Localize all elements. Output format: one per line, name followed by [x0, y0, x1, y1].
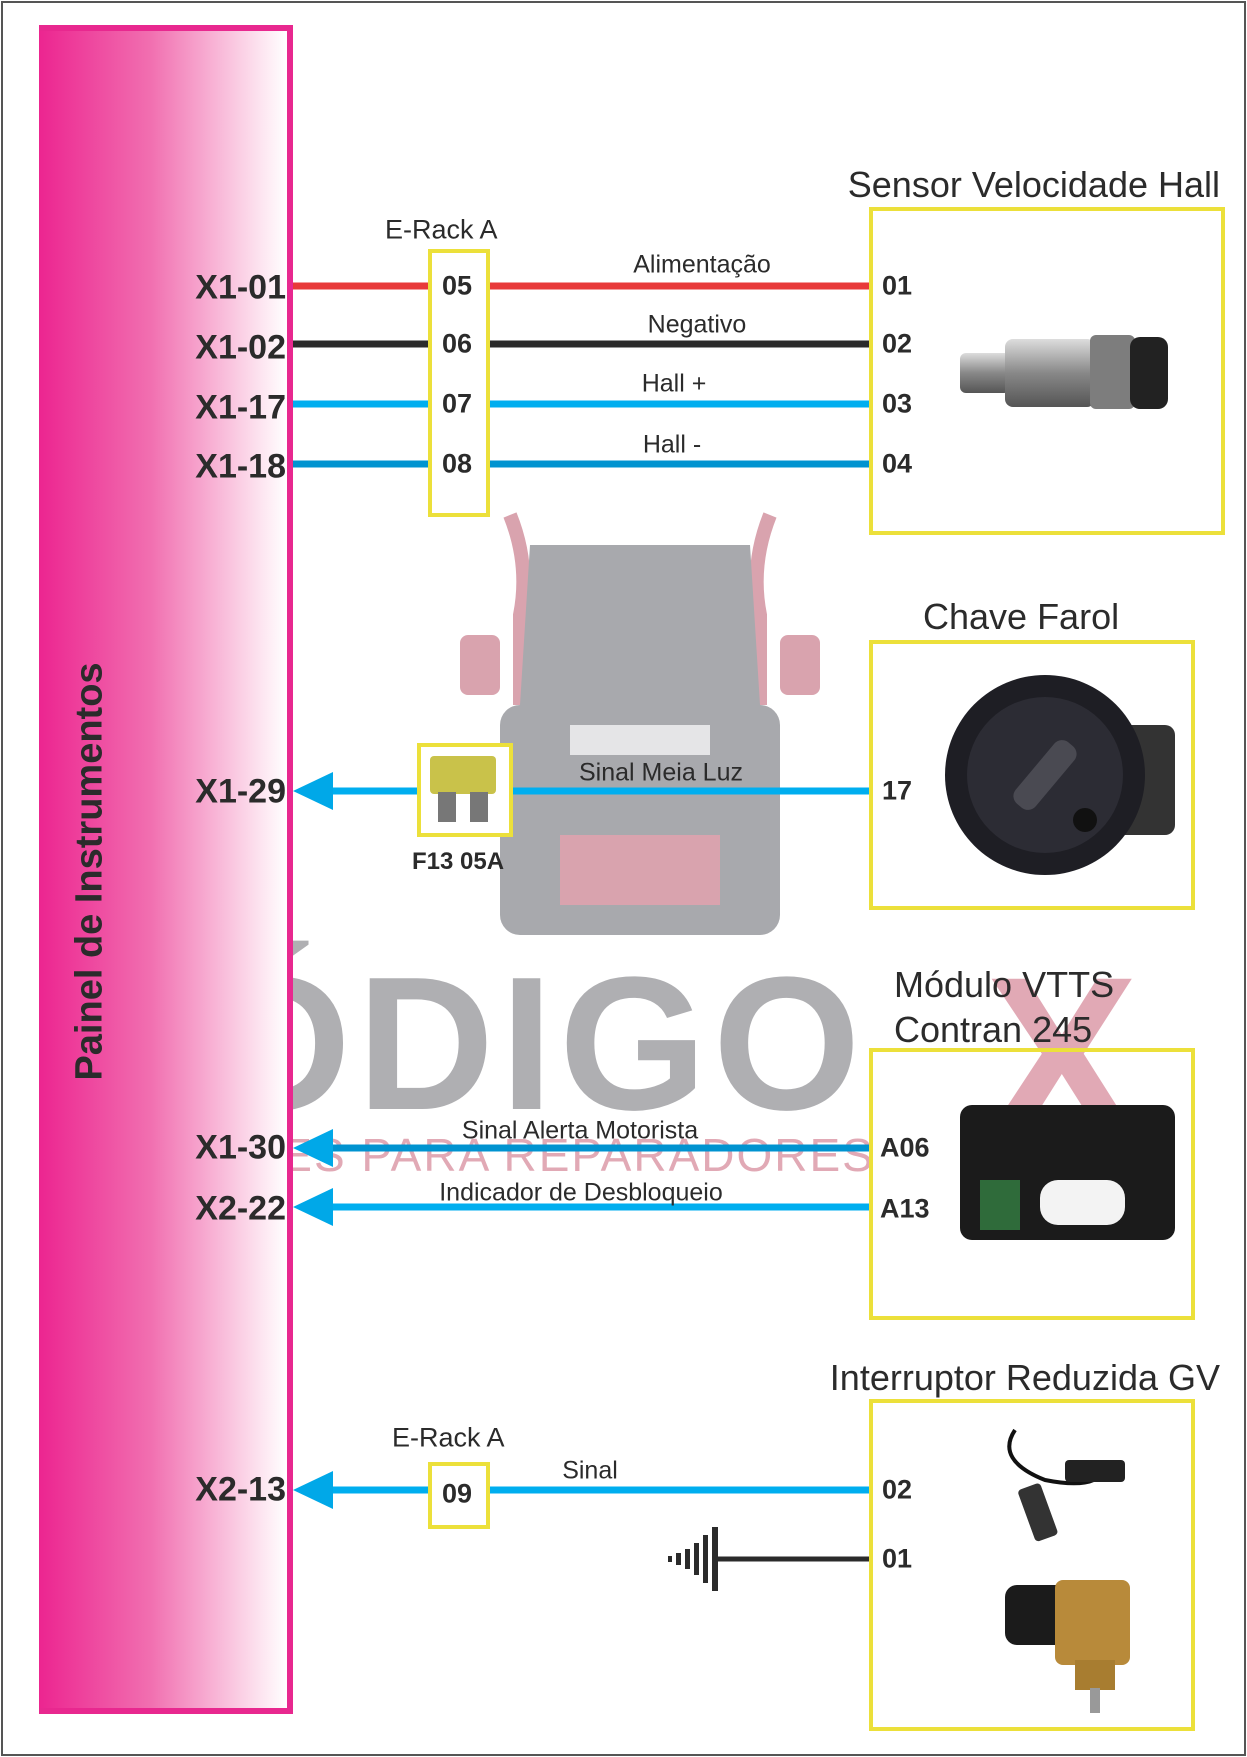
wire-black	[293, 340, 869, 348]
sensor-box	[869, 207, 1225, 535]
vtts-box	[869, 1048, 1195, 1320]
wire-desbloqueio	[325, 1203, 869, 1211]
vtts-pin: A13	[880, 1193, 930, 1224]
connector-label: X1-29	[195, 772, 286, 811]
erack-label-lower: E-Rack A	[392, 1422, 505, 1453]
erack-pin: 07	[442, 388, 473, 419]
wire-alerta	[325, 1144, 869, 1152]
wire-label: Alimentação	[633, 250, 771, 279]
panel-title: Painel de Instrumentos	[68, 662, 111, 1081]
connector-label: X1-18	[195, 447, 286, 486]
chave-pin: 17	[882, 775, 913, 806]
vtts-title-2: Contran 245	[894, 1009, 1093, 1050]
vtts-pin: A06	[880, 1132, 930, 1163]
arrow-left-icon	[293, 772, 333, 810]
connector-label: X1-17	[195, 388, 286, 427]
sensor-pin: 04	[882, 448, 913, 479]
interruptor-title: Interruptor Reduzida GV	[829, 1357, 1220, 1398]
instrument-panel	[39, 25, 293, 1714]
wire-light-blue	[293, 400, 869, 408]
chave-title: Chave Farol	[923, 596, 1120, 637]
vtts-module-image-icon	[960, 1105, 1175, 1240]
headlight-switch-image-icon	[945, 675, 1175, 875]
wire-meia-luz	[325, 787, 869, 795]
sensor-pin: 02	[882, 328, 913, 359]
wire-red	[293, 282, 869, 290]
interruptor-box	[869, 1399, 1195, 1731]
connector-label: X1-30	[195, 1128, 286, 1167]
arrow-left-icon	[293, 1471, 333, 1509]
fuse-icon	[430, 756, 496, 822]
hall-sensor-image-icon	[960, 335, 1168, 409]
connector-label: X2-22	[195, 1189, 286, 1228]
erack-pin: 06	[442, 328, 473, 359]
fuse-label: F13 05A	[412, 848, 505, 875]
chave-box	[869, 640, 1195, 910]
reduzida-switch-image-icon	[1005, 1428, 1130, 1713]
sensor-pin: 01	[882, 270, 913, 301]
connector-label: X1-02	[195, 328, 286, 367]
erack-pin: 09	[442, 1478, 473, 1509]
wire-blue	[293, 460, 869, 468]
vtts-title-1: Módulo VTTS	[894, 964, 1115, 1005]
connector-label: X1-01	[195, 268, 286, 307]
wire-label: Sinal Meia Luz	[579, 758, 743, 787]
erack-label: E-Rack A	[385, 214, 498, 245]
sensor-pin: 03	[882, 388, 913, 419]
wire-sinal	[325, 1486, 869, 1494]
connector-label: X2-13	[195, 1470, 286, 1509]
wire-label: Indicador de Desbloqueio	[439, 1178, 723, 1207]
wire-label: Hall -	[642, 430, 702, 459]
wire-label: Hall +	[641, 369, 707, 398]
wire-label: Negativo	[647, 310, 747, 339]
arrow-left-icon	[293, 1188, 333, 1226]
interruptor-pin: 01	[882, 1543, 913, 1574]
wire-ground	[715, 1556, 869, 1562]
interruptor-pin: 02	[882, 1474, 913, 1505]
sensor-title: Sensor Velocidade Hall	[847, 164, 1220, 205]
ground-icon	[668, 1527, 718, 1591]
erack-box	[428, 249, 490, 517]
wire-label: Sinal Alerta Motorista	[461, 1116, 699, 1145]
arrow-left-icon	[293, 1129, 333, 1167]
erack-box-lower	[428, 1462, 490, 1529]
wire-label: Sinal	[562, 1456, 618, 1485]
erack-pin: 05	[442, 270, 473, 301]
erack-pin: 08	[442, 448, 473, 479]
